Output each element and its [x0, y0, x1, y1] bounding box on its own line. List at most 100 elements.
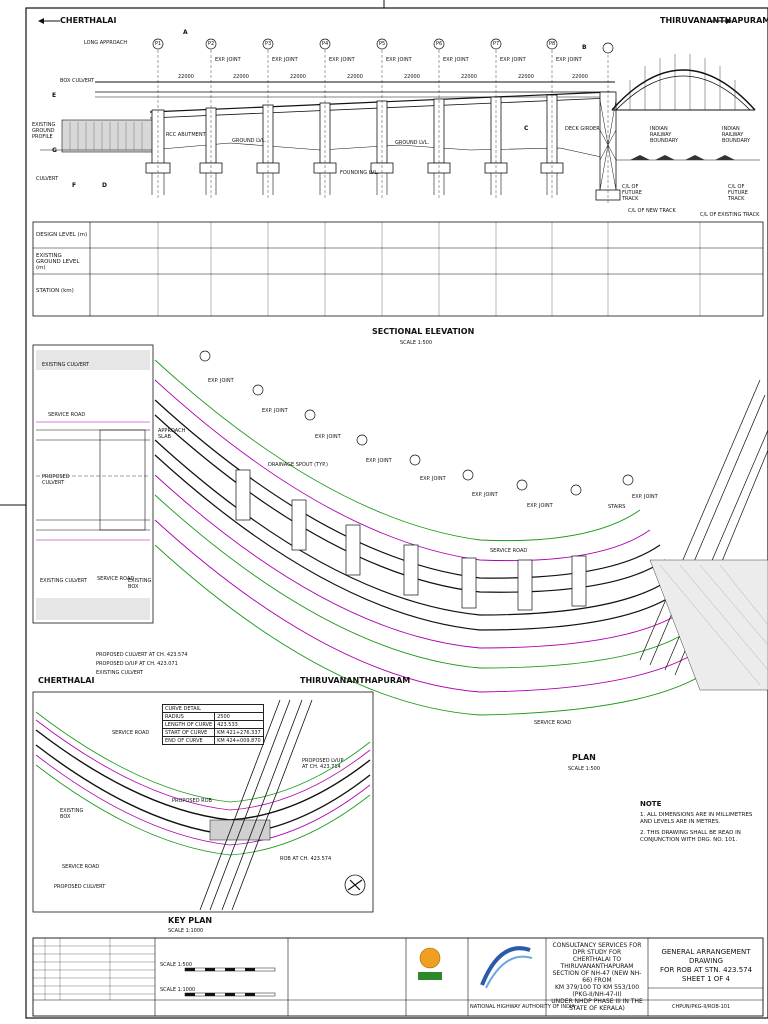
key-plan-scale: SCALE 1:1000: [168, 928, 204, 934]
scale-bar-label-1: SCALE 1:500: [160, 962, 193, 968]
exp-joint-label: EXP. JOINT: [500, 57, 526, 63]
curve-cell: LENGTH OF CURVE: [161, 720, 216, 729]
curve-cell: 423.533: [214, 720, 264, 729]
key-proposed-luvp: PROPOSED LVUP AT CH. 423.714: [302, 758, 344, 770]
callout-bubble: A: [183, 29, 188, 36]
note-item: 1. ALL DIMENSIONS ARE IN MILLIMETRES AND…: [640, 812, 753, 825]
elevation-title: SECTIONAL ELEVATION: [372, 327, 475, 336]
note-title: NOTE: [640, 800, 662, 808]
drawing-title-line: FOR ROB AT STN. 423.574: [659, 966, 753, 974]
plan-service-road-label-3: SERVICE ROAD: [490, 548, 528, 554]
key-proposed-culvert: PROPOSED CULVERT: [54, 884, 106, 890]
key-existing-culvert: EXISTING CULVERT: [96, 670, 144, 676]
client-name: NATIONAL HIGHWAY AUTHORITY OF INDIA: [470, 1004, 575, 1010]
span-dimension: 22000: [178, 74, 194, 80]
direction-left-label: CHERTHALAI: [60, 16, 117, 25]
exp-joint-label: EXP. JOINT: [329, 57, 355, 63]
pier-label: P7: [493, 41, 500, 47]
callout-bubble: C: [524, 125, 529, 132]
pier-label: P1: [155, 41, 162, 47]
pier-label: P2: [208, 41, 215, 47]
long-approach-label: LONG APPROACH: [84, 40, 128, 46]
scale-bar-label-2: SCALE 1:1000: [160, 987, 196, 993]
pier-label: P4: [322, 41, 329, 47]
future-track-label: C/L OF FUTURE TRACK: [622, 184, 642, 202]
pier-label: P8: [549, 41, 556, 47]
table-row-label: STATION (km): [36, 288, 74, 294]
plan-service-road-label-2: SERVICE ROAD: [97, 576, 135, 582]
project-line: CHERTHALAI TO THIRUVANANTHAPURAM: [560, 956, 634, 970]
curve-cell: RADIUS: [161, 712, 216, 721]
plan-exp-joint-label: EXP. JOINT: [208, 378, 234, 384]
plan-exp-joint-label: EXP. JOINT: [472, 492, 498, 498]
exp-joint-label: EXP. JOINT: [386, 57, 412, 63]
span-dimension: 22000: [290, 74, 306, 80]
elevation-scale: SCALE 1:500: [400, 340, 433, 346]
plan-exp-joint-label: EXP. JOINT: [366, 458, 392, 464]
stairs-label: STAIRS: [608, 504, 626, 510]
key-plan-title: KEY PLAN: [168, 916, 213, 925]
existing-track-label: C/L OF EXISTING TRACK: [700, 212, 760, 218]
plan-service-road-label: SERVICE ROAD: [48, 412, 86, 418]
exp-joint-label: EXP. JOINT: [556, 57, 582, 63]
callout-bubble: E: [52, 92, 57, 99]
plan-exp-joint-label: EXP. JOINT: [262, 408, 288, 414]
callout-bubble: G: [52, 147, 57, 154]
curve-cell: END OF CURVE: [161, 736, 216, 745]
key-plan-direction-right: THIRUVANANTHAPURAM: [300, 676, 411, 685]
span-dimension: 22000: [347, 74, 363, 80]
key-existing-box: EXISTING BOX: [60, 808, 84, 820]
plan-exp-joint-label: EXP. JOINT: [527, 503, 553, 509]
span-dimension: 22000: [404, 74, 420, 80]
callout-bubble: D: [102, 182, 107, 189]
span-dimension: 22000: [461, 74, 477, 80]
table-row-label: EXISTING GROUND LEVEL (m): [36, 253, 80, 271]
drawing-title-line: GENERAL ARRANGEMENT DRAWING: [661, 948, 751, 965]
key-rob-at: ROB AT CH. 423.574: [280, 856, 332, 862]
plan-proposed-culvert-label: PROPOSED CULVERT: [42, 474, 70, 486]
span-dimension: 22000: [233, 74, 249, 80]
plan-title: PLAN: [572, 753, 596, 762]
span-dimension: 22000: [518, 74, 534, 80]
approach-slab-label: APPROACH SLAB: [158, 428, 186, 440]
curve-detail-title: CURVE DETAIL: [162, 704, 264, 713]
drawing-number: CHPUN/PKG-II/ROB-101: [672, 1004, 731, 1010]
curve-cell: KM 424+009.870: [214, 736, 264, 745]
plan-service-road-label-4: SERVICE ROAD: [534, 720, 572, 726]
exp-joint-label: EXP. JOINT: [443, 57, 469, 63]
pier-label: P3: [265, 41, 272, 47]
key-service-road-2: SERVICE ROAD: [62, 864, 100, 870]
culvert-label: CULVERT: [36, 176, 59, 182]
new-track-label: C/L OF NEW TRACK: [628, 208, 676, 214]
ground-level-label-2: GROUND LVL.: [395, 140, 430, 146]
curve-cell: 2500: [214, 712, 264, 721]
callout-bubble: B: [582, 44, 587, 51]
founding-level-label: FOUNDING LVL.: [340, 170, 379, 176]
drawing-title: GENERAL ARRANGEMENT DRAWING FOR ROB AT S…: [650, 948, 762, 984]
span-dimension: 22000: [572, 74, 588, 80]
pier-label: P6: [436, 41, 443, 47]
key-proposed-rob: PROPOSED ROB: [172, 798, 212, 804]
plan-exp-joint-label: EXP. JOINT: [420, 476, 446, 482]
table-row-label: DESIGN LEVEL (m): [36, 232, 88, 238]
drawing-title-line: SHEET 1 OF 4: [682, 975, 730, 983]
key-proposed-luvp-at: PROPOSED LVUP AT CH. 423.071: [96, 661, 178, 667]
plan-existing-culvert-label: EXISTING CULVERT: [40, 578, 88, 584]
deck-girder-label: DECK GIRDER: [565, 126, 600, 132]
plan-culvert-label: EXISTING CULVERT: [42, 362, 90, 368]
project-description: CONSULTANCY SERVICES FOR DPR STUDY FOR C…: [548, 942, 646, 1012]
project-line: SECTION OF NH-47 (NEW NH-66) FROM: [552, 970, 642, 984]
exp-joint-label: EXP. JOINT: [215, 57, 241, 63]
callout-bubble: F: [72, 182, 77, 189]
project-line: CONSULTANCY SERVICES FOR DPR STUDY FOR: [552, 942, 642, 956]
ground-level-label: GROUND LVL.: [232, 138, 267, 144]
note-item: 2. THIS DRAWING SHALL BE READ IN CONJUNC…: [640, 830, 741, 843]
key-service-road: SERVICE ROAD: [112, 730, 150, 736]
project-line: KM 379/100 TO KM 553/100 (PKG-II/NH-47-I…: [554, 984, 640, 998]
curve-cell: KM 421+276.337: [214, 728, 264, 737]
curve-cell: START OF CURVE: [161, 728, 216, 737]
exp-joint-label: EXP. JOINT: [272, 57, 298, 63]
railway-boundary-label: INDIAN RAILWAY BOUNDARY: [650, 126, 679, 144]
